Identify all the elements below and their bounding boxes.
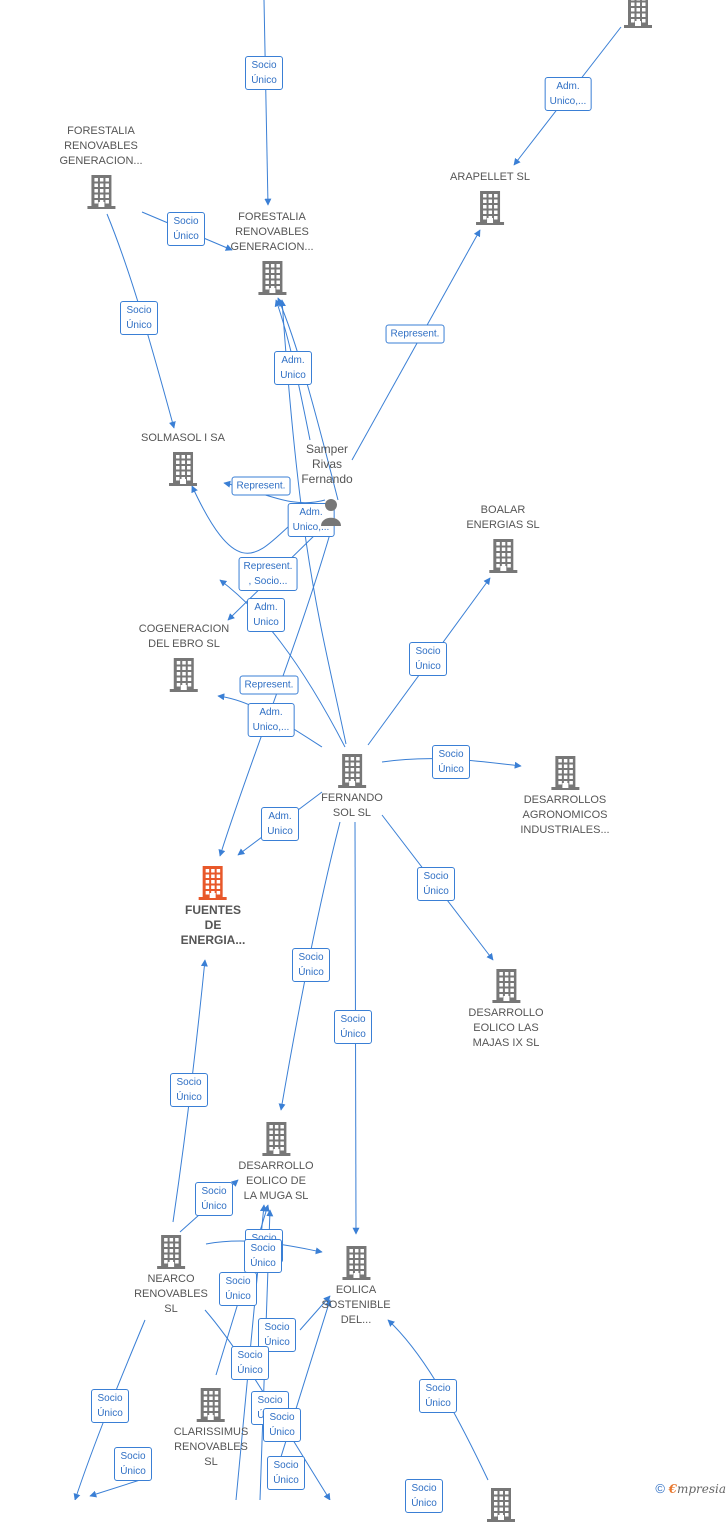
company-node-bottom-right[interactable] [485, 1486, 517, 1525]
relation-label[interactable]: Represent. [385, 324, 445, 344]
company-node-arapellet[interactable]: ARAPELLET SL [450, 170, 530, 225]
building-icon[interactable] [490, 967, 522, 1003]
building-icon[interactable] [336, 752, 368, 788]
company-label[interactable]: EOLICA SOSTENIBLE DEL... [321, 1284, 391, 1326]
relation-edge [219, 579, 346, 748]
relation-edge [277, 297, 339, 501]
company-node-top-right[interactable] [622, 0, 654, 31]
company-label[interactable]: FUENTES DE ENERGIA... [180, 903, 246, 947]
brand-logo: €mpresia [668, 1482, 726, 1496]
company-label[interactable]: ARAPELLET SL [450, 171, 530, 183]
relation-edge [204, 1309, 331, 1500]
relation-label[interactable]: Socio Único [263, 1408, 301, 1442]
building-icon[interactable] [485, 1486, 517, 1522]
relation-label[interactable]: Adm. Unico,... [247, 703, 295, 737]
company-label[interactable]: DESARROLLO EOLICO LAS MAJAS IX SL [468, 1007, 544, 1049]
building-icon[interactable] [622, 0, 654, 28]
relation-label[interactable]: Socio Único [167, 212, 205, 246]
person-icon[interactable] [320, 498, 342, 526]
relation-label[interactable]: Socio Único [120, 301, 158, 335]
relation-label[interactable]: Socio Único [292, 948, 330, 982]
company-node-majas[interactable]: DESARROLLO EOLICO LAS MAJAS IX SL [468, 967, 544, 1051]
relation-label[interactable]: Represent. [239, 675, 299, 695]
relation-label[interactable]: Socio Único [419, 1379, 457, 1413]
building-icon[interactable] [487, 537, 519, 573]
building-icon[interactable] [195, 1386, 227, 1422]
company-node-nearco[interactable]: NEARCO RENOVABLES SL [134, 1233, 208, 1317]
company-node-solmasol[interactable]: SOLMASOL I SA [141, 431, 225, 486]
company-node-eolica[interactable]: EOLICA SOSTENIBLE DEL... [321, 1244, 391, 1328]
building-icon[interactable] [85, 173, 117, 209]
building-icon[interactable] [155, 1233, 187, 1269]
company-label[interactable]: FORESTALIA RENOVABLES GENERACION... [230, 211, 314, 253]
relation-label[interactable]: Represent. , Socio... [238, 557, 298, 591]
company-node-fuentes[interactable]: FUENTES DE ENERGIA... [180, 864, 246, 948]
company-label[interactable]: FERNANDO SOL SL [321, 792, 383, 819]
relation-label[interactable]: Adm. Unico,... [544, 77, 592, 111]
company-node-muga[interactable]: DESARROLLO EOLICO DE LA MUGA SL [238, 1120, 314, 1204]
building-icon[interactable] [474, 189, 506, 225]
relation-label[interactable]: Socio Único [245, 56, 283, 90]
relation-label[interactable]: Represent. [231, 476, 291, 496]
relation-label[interactable]: Socio Único [409, 642, 447, 676]
company-label[interactable]: BOALAR ENERGIAS SL [466, 504, 540, 531]
relation-edge [263, 0, 272, 206]
relation-edge [89, 1479, 141, 1498]
company-node-cogeneracion[interactable]: COGENERACION DEL EBRO SL [139, 622, 229, 692]
building-icon[interactable] [260, 1120, 292, 1156]
relation-label[interactable]: Adm. Unico [261, 807, 299, 841]
copyright-symbol: © [655, 1481, 665, 1496]
footer-brand: © €mpresia [655, 1481, 726, 1496]
person-node-label[interactable]: Samper Rivas Fernando [301, 442, 353, 486]
relation-label[interactable]: Socio Único [219, 1272, 257, 1306]
relation-label[interactable]: Socio Único [267, 1456, 305, 1490]
relation-label[interactable]: Socio Único [231, 1346, 269, 1380]
relation-label[interactable]: Socio Único [417, 867, 455, 901]
company-label[interactable]: SOLMASOL I SA [141, 432, 225, 444]
company-node-fernando[interactable]: FERNANDO SOL SL [321, 752, 383, 821]
company-node-forestalia2[interactable]: FORESTALIA RENOVABLES GENERACION... [230, 210, 314, 295]
relation-label[interactable]: Socio Único [244, 1239, 282, 1273]
building-icon[interactable] [197, 864, 229, 900]
relation-label[interactable]: Socio Único [432, 745, 470, 779]
building-icon[interactable] [168, 656, 200, 692]
relation-label[interactable]: Adm. Unico [247, 598, 285, 632]
relation-edge [191, 485, 297, 554]
company-label[interactable]: DESARROLLO EOLICO DE LA MUGA SL [238, 1160, 314, 1202]
company-node-boalar[interactable]: BOALAR ENERGIAS SL [466, 503, 540, 573]
relation-edge [278, 299, 347, 745]
relation-label[interactable]: Adm. Unico [274, 351, 312, 385]
relation-edge [351, 229, 481, 461]
company-label[interactable]: DESARROLLOS AGRONOMICOS INDUSTRIALES... [520, 794, 610, 836]
building-icon[interactable] [340, 1244, 372, 1280]
relation-label[interactable]: Socio Único [114, 1447, 152, 1481]
building-icon[interactable] [549, 754, 581, 790]
company-node-clarissimus[interactable]: CLARISSIMUS RENOVABLES SL [173, 1386, 249, 1470]
relation-edge [218, 519, 335, 857]
relation-label[interactable]: Socio Único [91, 1389, 129, 1423]
relation-label[interactable]: Socio Único [170, 1073, 208, 1107]
company-label[interactable]: CLARISSIMUS RENOVABLES SL [173, 1426, 249, 1468]
relation-label[interactable]: Socio Único [334, 1010, 372, 1044]
company-label[interactable]: FORESTALIA RENOVABLES GENERACION... [59, 125, 143, 167]
company-node-desagro[interactable]: DESARROLLOS AGRONOMICOS INDUSTRIALES... [520, 754, 610, 838]
building-icon[interactable] [256, 259, 288, 295]
building-icon[interactable] [167, 450, 199, 486]
company-node-forestalia1[interactable]: FORESTALIA RENOVABLES GENERACION... [59, 124, 143, 209]
relation-label[interactable]: Socio Único [195, 1182, 233, 1216]
company-label[interactable]: NEARCO RENOVABLES SL [134, 1273, 208, 1315]
company-label[interactable]: COGENERACION DEL EBRO SL [138, 623, 230, 650]
relation-label[interactable]: Socio Único [405, 1479, 443, 1513]
